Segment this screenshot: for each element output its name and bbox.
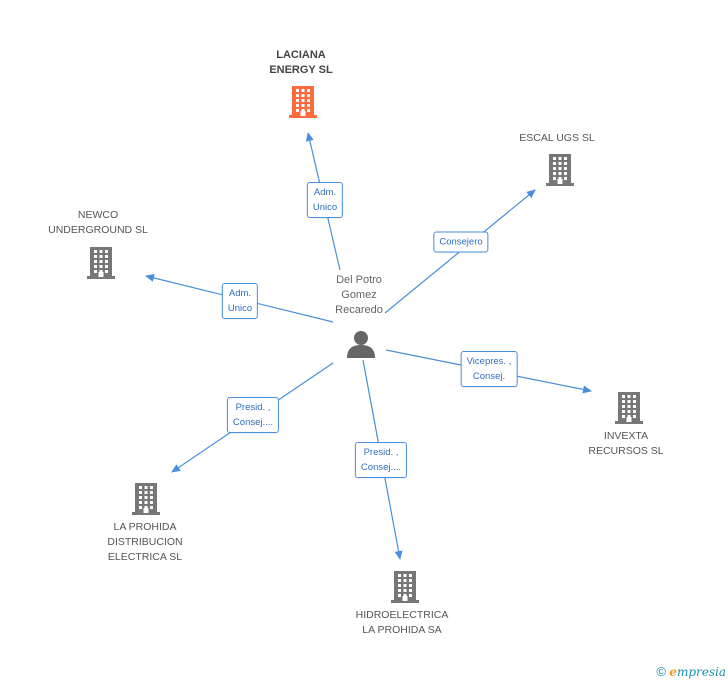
role-label-laciana[interactable]: Adm.Unico [306,182,344,218]
building-icon[interactable] [289,84,317,123]
brand-logo: empresia [669,665,726,679]
role-label-invexta[interactable]: Vicepres. ,Consej. [460,351,518,387]
role-label-escal[interactable]: Consejero [433,231,489,253]
copyright-icon: © [656,664,666,679]
building-icon[interactable] [615,390,643,429]
building-icon[interactable] [132,481,160,520]
role-label-hidroelectrica[interactable]: Presid. ,Consej.... [354,442,408,478]
role-label-laprohida[interactable]: Presid. ,Consej.... [226,397,280,433]
person-icon[interactable] [346,330,376,363]
building-icon[interactable] [546,152,574,191]
company-name-escal[interactable]: ESCAL UGS SL [519,132,595,144]
footer-brand: © empresia [656,664,726,679]
building-icon[interactable] [391,569,419,608]
role-label-newco[interactable]: Adm.Unico [221,283,259,319]
building-icon[interactable] [87,245,115,284]
